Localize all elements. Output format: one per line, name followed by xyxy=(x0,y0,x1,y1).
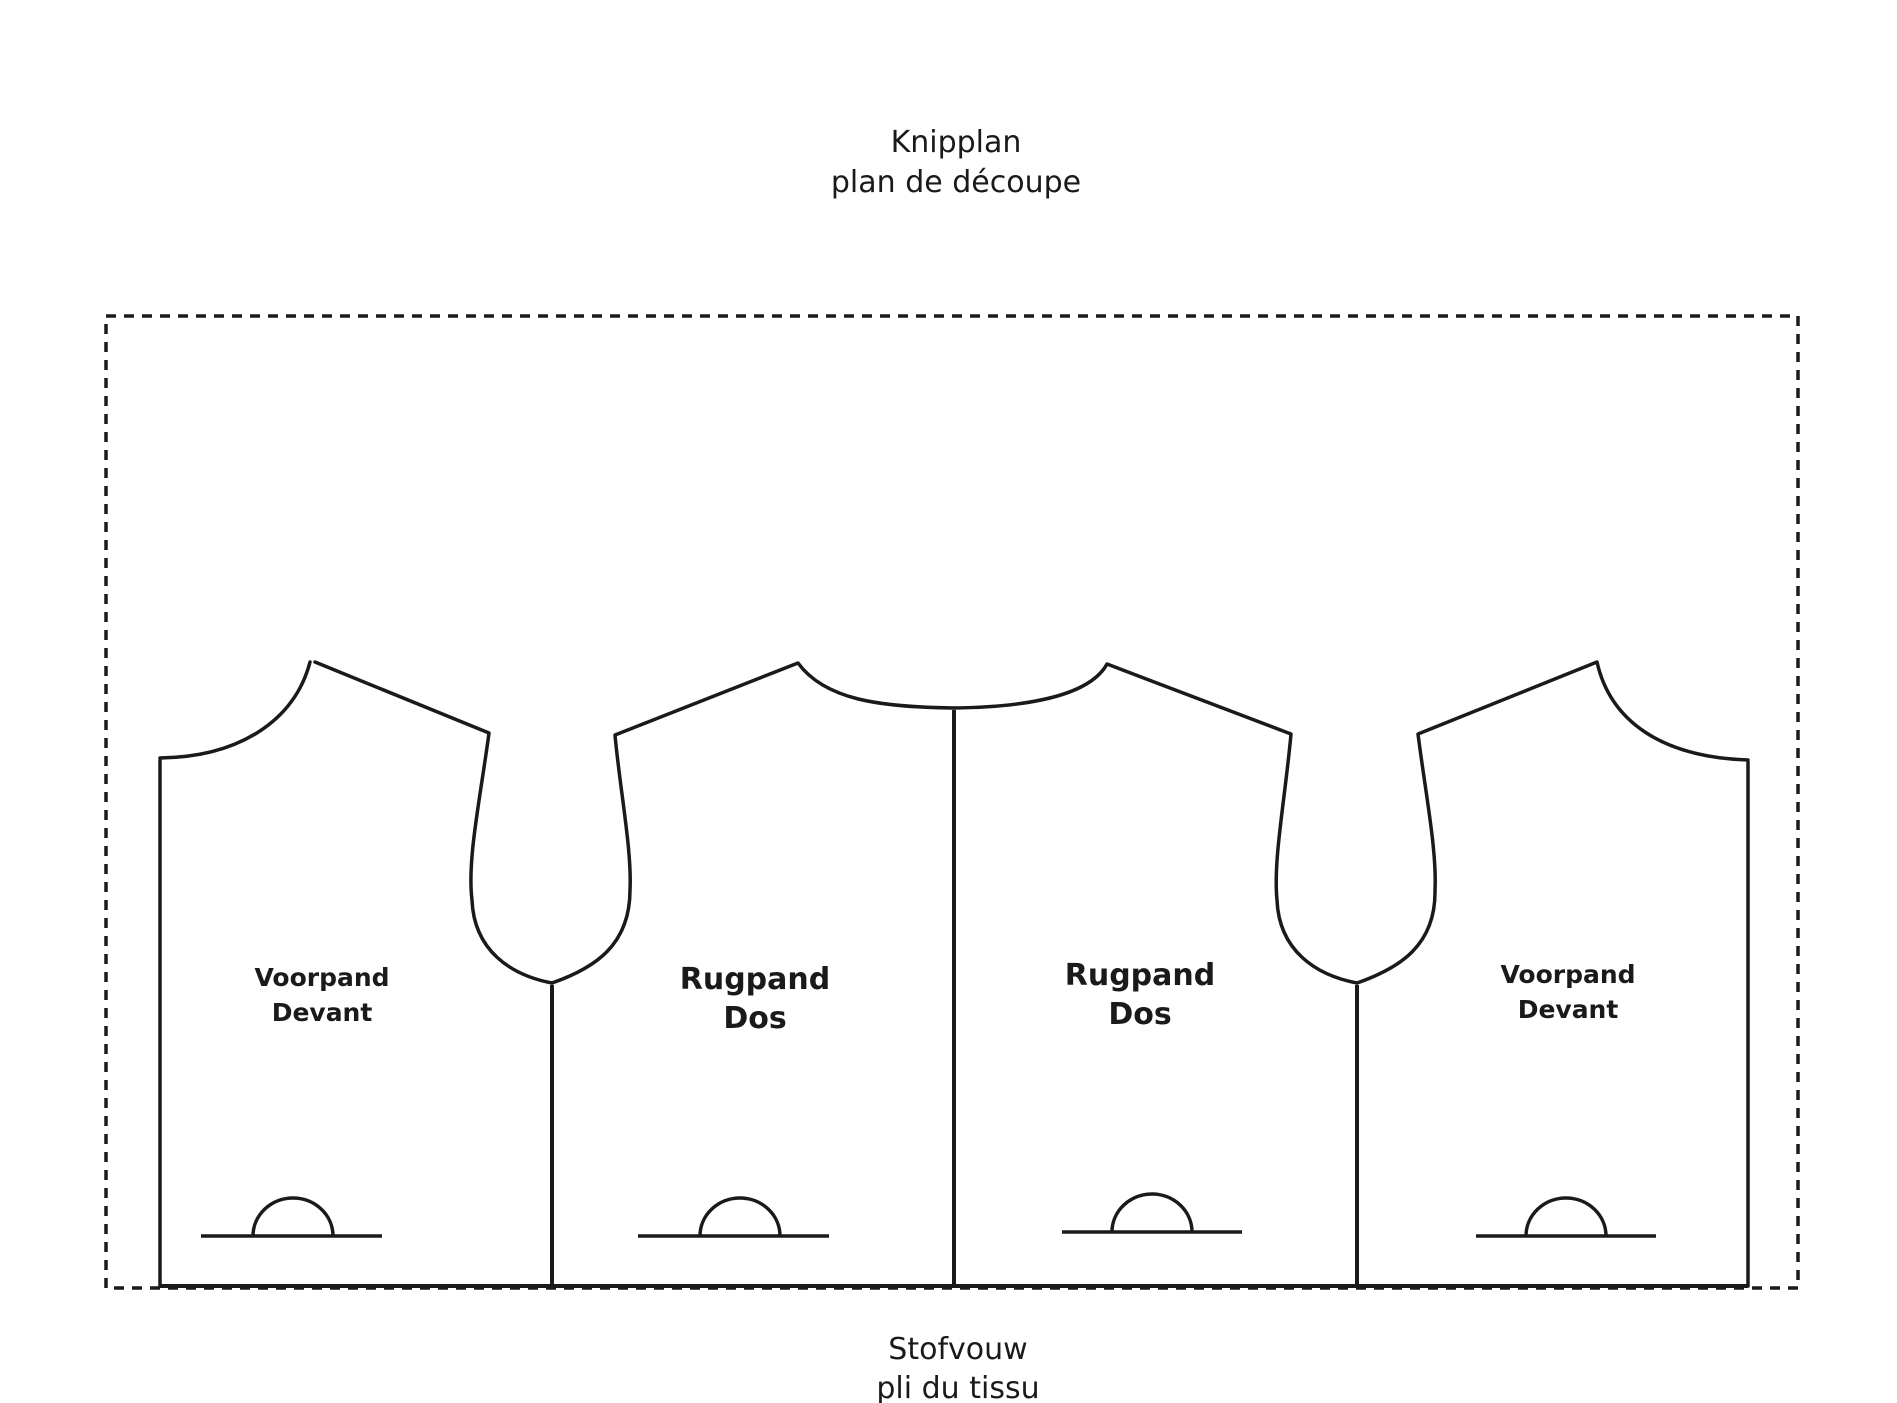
piece-label-voorpand-right-fr: Devant xyxy=(1518,995,1619,1024)
piece-outline-rugpand-left xyxy=(550,661,956,985)
piece-label-rugpand-right-fr: Dos xyxy=(1108,997,1171,1032)
piece-label-voorpand-left-nl: Voorpand xyxy=(254,963,389,992)
fold-caption-line-2: pli du tissu xyxy=(876,1371,1039,1403)
piece-label-rugpand-left-fr: Dos xyxy=(723,1001,786,1036)
fold-marker-1 xyxy=(201,1196,382,1238)
piece-outline-voorpand-right xyxy=(1355,660,1750,1288)
piece-outline-rugpand-right xyxy=(952,662,1359,985)
fold-marker-3 xyxy=(1062,1192,1242,1234)
title-line-1: Knipplan xyxy=(891,125,1022,160)
piece-outline-voorpand-left xyxy=(158,660,554,1288)
piece-label-rugpand-right-nl: Rugpand xyxy=(1065,958,1215,993)
piece-label-voorpand-right-nl: Voorpand xyxy=(1500,960,1635,989)
fold-marker-2 xyxy=(638,1196,829,1238)
piece-label-voorpand-left-fr: Devant xyxy=(272,998,373,1027)
fold-marker-4 xyxy=(1476,1196,1656,1238)
title-line-2: plan de découpe xyxy=(831,165,1081,200)
fold-caption-line-1: Stofvouw xyxy=(888,1332,1027,1367)
piece-label-rugpand-left-nl: Rugpand xyxy=(680,962,830,997)
